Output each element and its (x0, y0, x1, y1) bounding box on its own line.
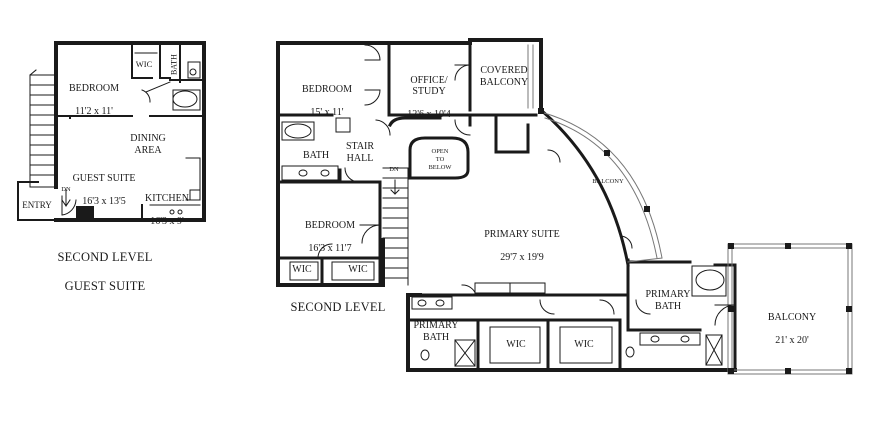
balcony-posts (728, 243, 852, 374)
guest-suite-stair (29, 69, 57, 188)
guest-wic-label: WIC (135, 59, 153, 69)
primary-suite-label: PRIMARY SUITE 29'7 x 19'9 (470, 217, 574, 275)
guest-bedroom-title: BEDROOM (68, 82, 119, 94)
guest-suite-caption-line1: SECOND LEVEL (57, 250, 153, 265)
windows (93, 41, 662, 372)
bedroom2-dimensions: 16'3 x 11'7 (308, 242, 352, 254)
guest-suite-room-label: GUEST SUITE 16'3 x 13'5 (66, 161, 142, 219)
second-level-fixtures (281, 117, 727, 367)
primary-suite-dimensions: 29'7 x 19'9 (500, 251, 544, 263)
guest-suite-interior-walls (55, 45, 205, 219)
curved-balcony-label: BALCONY (592, 178, 624, 185)
wic-center2-label: WIC (574, 339, 594, 350)
bedroom1-title: BEDROOM (301, 83, 352, 95)
entry-box (17, 181, 57, 221)
second-level-interior-walls (276, 43, 737, 372)
balcony-label: BALCONY 21' x 20' (758, 300, 826, 358)
curved-balcony-posts (538, 108, 650, 212)
office-study-dimensions: 12'6 x 10'4 (407, 109, 451, 120)
curved-balcony-rail (540, 111, 663, 263)
covered-balcony-label: COVERED BALCONY (479, 65, 529, 88)
kitchen-title: KITCHEN (145, 192, 189, 204)
bedroom1-label: BEDROOM 15' x 11' (292, 72, 362, 130)
guest-suite-dimensions: 16'3 x 13'5 (82, 195, 126, 207)
bedroom2-title: BEDROOM (304, 219, 355, 231)
office-study-label: OFFICE/ STUDY 12'6 x 10'4 (398, 63, 460, 132)
bedroom2-label: BEDROOM 16'3 x 11'7 (290, 208, 370, 266)
wic-left-label: WIC (292, 264, 312, 275)
balcony-dimensions: 21' x 20' (775, 334, 809, 346)
guest-bath-label: BATH (169, 54, 179, 76)
open-to-below (408, 136, 470, 180)
kitchen-dimensions: 16'3 x 9' (150, 215, 184, 227)
wic-right-label: WIC (348, 264, 368, 275)
stair-dn-label: DN (389, 166, 399, 173)
primary-bath-left-label: PRIMARY BATH (413, 320, 459, 343)
bath-label: BATH (302, 150, 330, 161)
guest-suite-caption-line2: GUEST SUITE (64, 279, 146, 294)
entry-label: ENTRY (22, 200, 52, 210)
primary-suite-title: PRIMARY SUITE (484, 228, 560, 240)
guest-bedroom-dimensions: 11'2 x 11' (75, 105, 113, 117)
wic-center1-label: WIC (506, 339, 526, 350)
second-level-caption: SECOND LEVEL (290, 300, 386, 314)
bedroom1-dimensions: 15' x 11' (310, 106, 344, 118)
curved-primary-suite-wall (538, 107, 630, 267)
guest-suite-caption: SECOND LEVEL GUEST SUITE (40, 236, 170, 308)
primary-bath-right-label: PRIMARY BATH (645, 289, 691, 312)
guest-suite-title: GUEST SUITE (72, 172, 136, 184)
balcony-title: BALCONY (767, 311, 817, 323)
stair-hall-label: STAIR HALL (345, 141, 375, 164)
kitchen-label: KITCHEN 16'3 x 9' (140, 181, 194, 239)
guest-dn-label: DN (61, 186, 71, 193)
door-swings (317, 44, 736, 326)
dining-area-label: DINING AREA (130, 133, 166, 156)
covered-balcony-rail (527, 44, 534, 109)
office-study-title: OFFICE/ STUDY (410, 74, 448, 98)
guest-bedroom-label: BEDROOM 11'2 x 11' (64, 71, 124, 129)
stair (382, 167, 409, 286)
open-to-below-label: OPEN TO BELOW (428, 148, 452, 171)
guest-suite-fixtures (61, 52, 201, 216)
